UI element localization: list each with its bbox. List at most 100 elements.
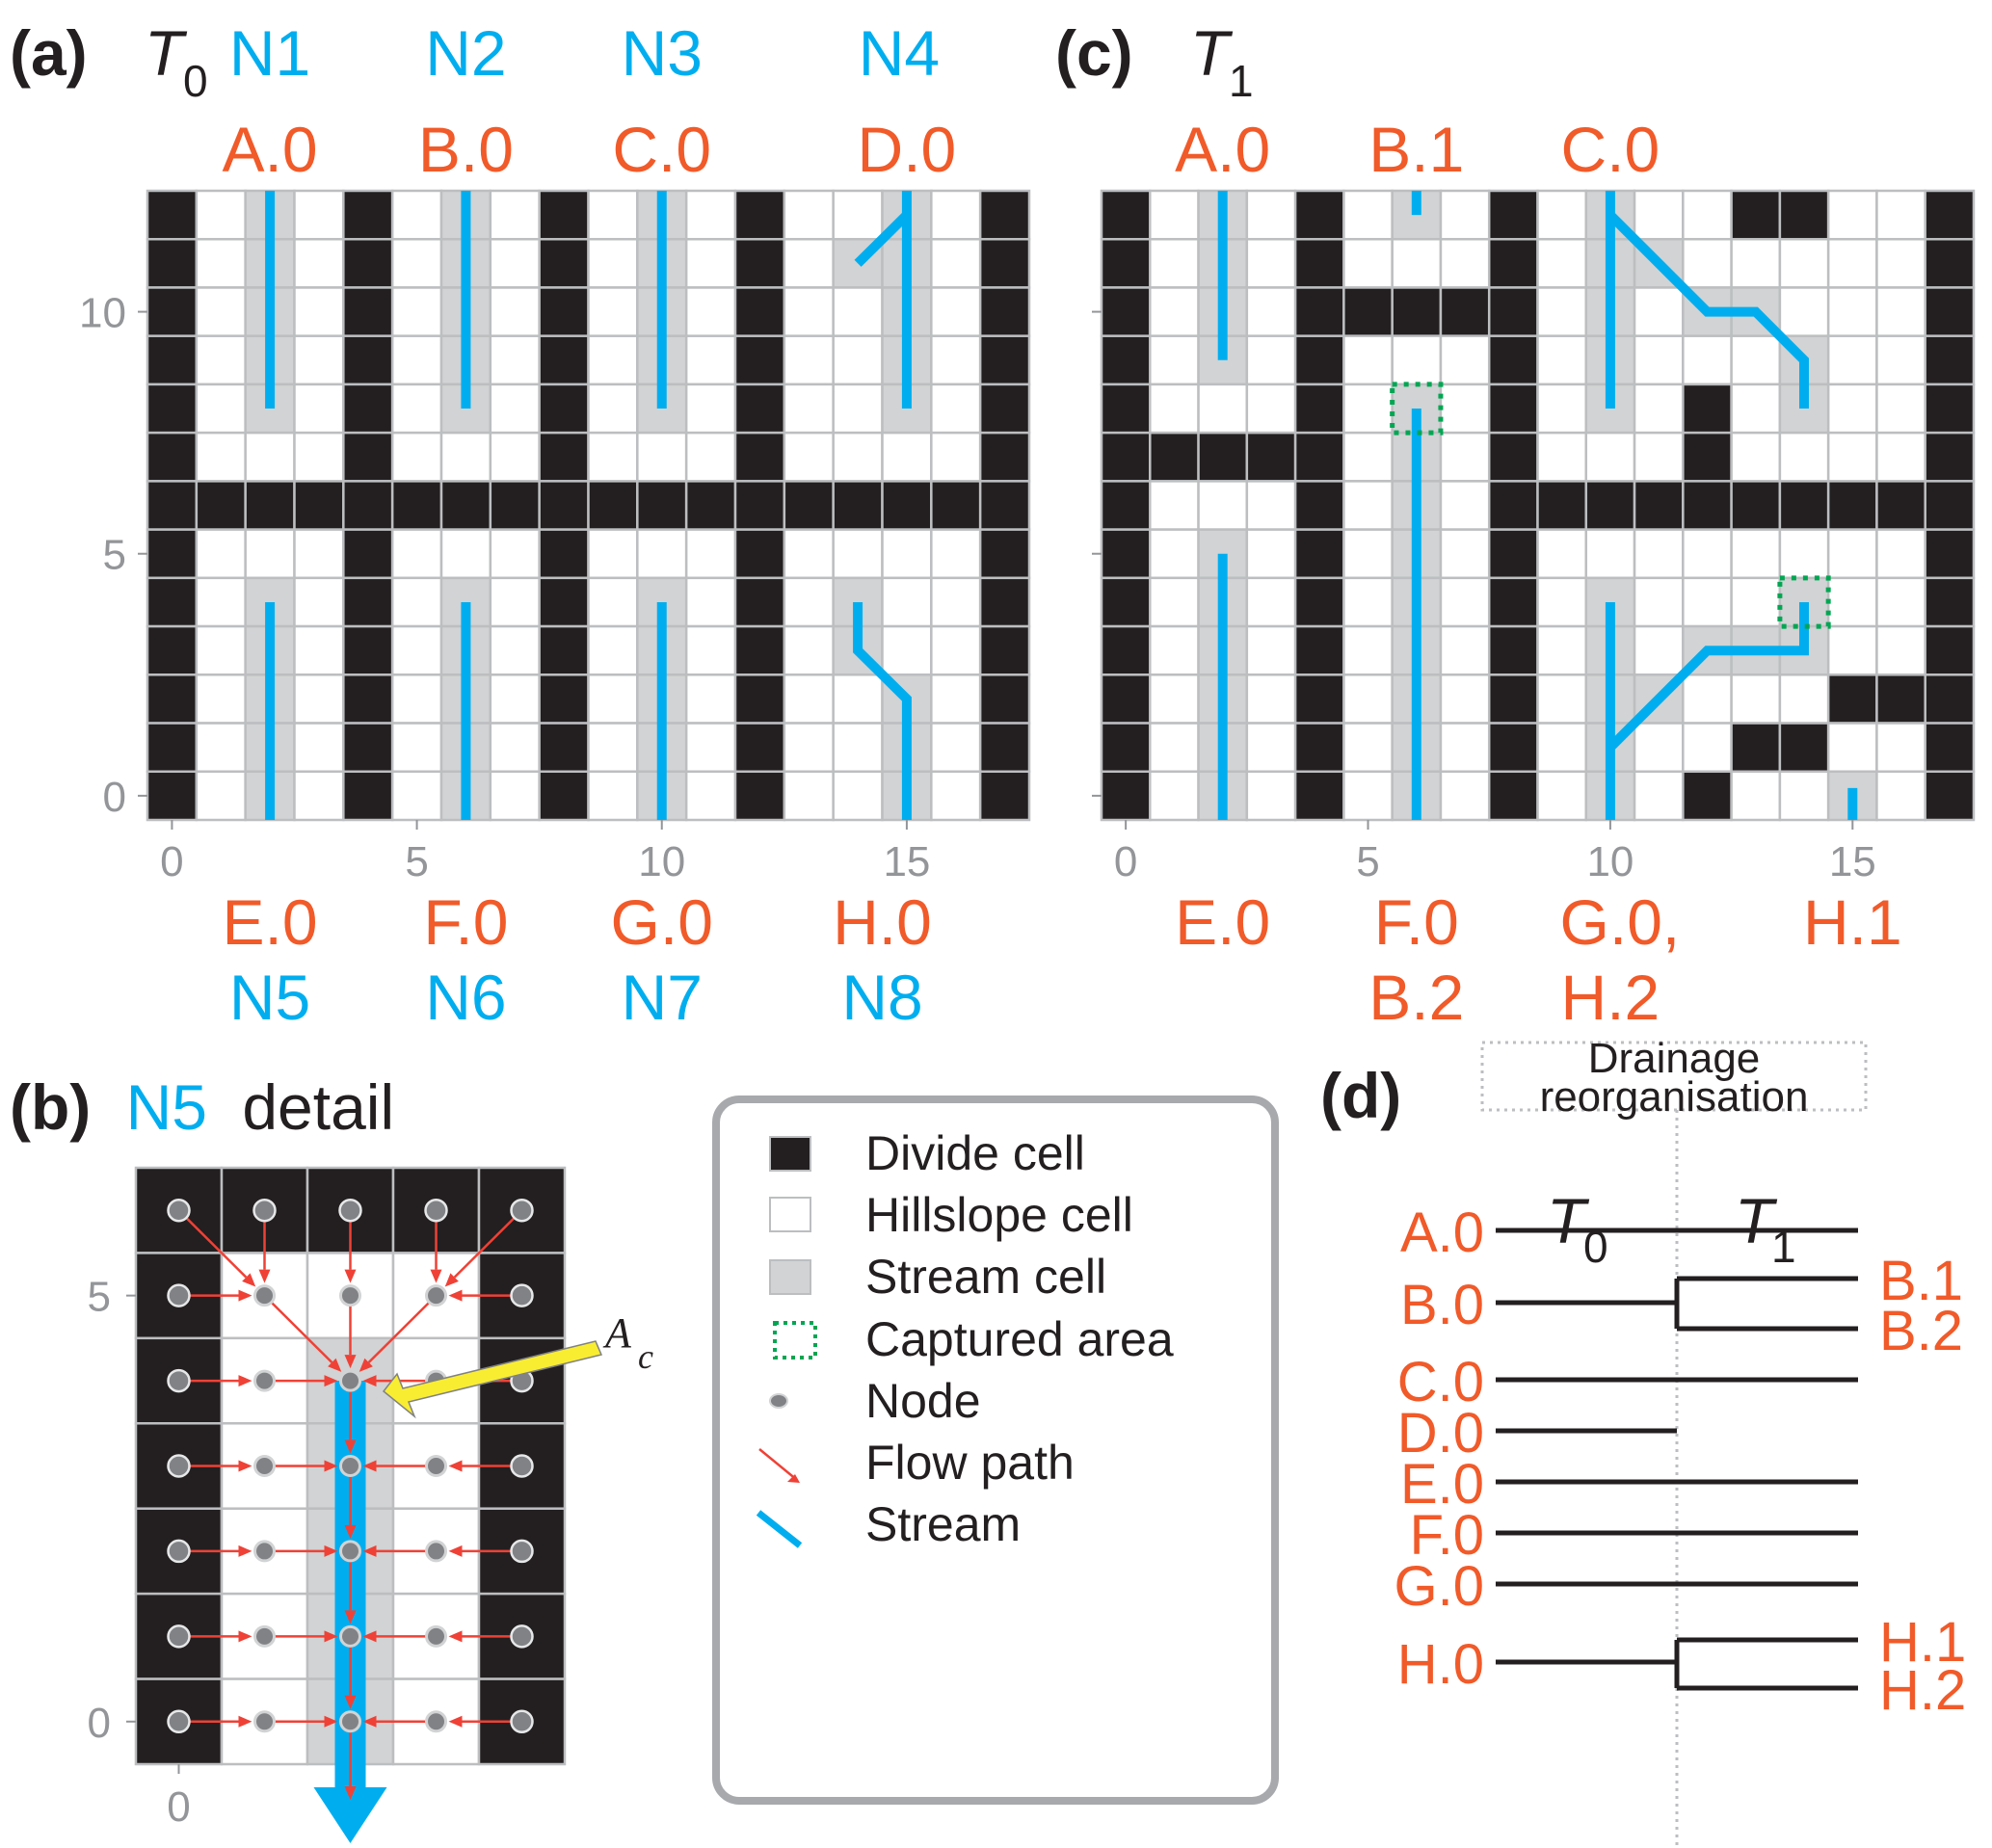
panel-a-time: T xyxy=(145,17,188,89)
panel-b-label: (b) xyxy=(10,1071,91,1143)
divide-cell xyxy=(1293,576,1345,628)
divide-cell xyxy=(1487,528,1539,580)
divide-cell xyxy=(342,624,394,676)
hillslope-cell xyxy=(930,673,982,725)
hillslope-cell xyxy=(930,722,982,774)
network-label: N3 xyxy=(622,17,703,89)
hillslope-cell xyxy=(1439,431,1491,483)
y-tick-label: 0 xyxy=(88,1700,111,1747)
divide-cell xyxy=(1682,480,1733,531)
divide-cell xyxy=(1730,722,1782,774)
hillslope-cell xyxy=(1633,528,1685,580)
panel-c-header: (c) T 1 xyxy=(1055,17,1254,106)
hillslope-cell xyxy=(1439,722,1491,774)
divide-cell xyxy=(733,334,786,386)
divide-cell xyxy=(1100,383,1152,435)
flow-path-arrowhead xyxy=(238,1460,252,1472)
panel-d: (d) Drainage reorganisation T 0 T 1 A.0B… xyxy=(1320,1035,1966,1848)
hillslope-cell xyxy=(1342,722,1394,774)
hillslope-cell xyxy=(489,237,541,289)
hillslope-cell xyxy=(1439,189,1491,241)
hillslope-cell xyxy=(1826,576,1878,628)
hillslope-cell xyxy=(587,770,639,822)
hillslope-cell xyxy=(1633,431,1685,483)
divide-cell xyxy=(733,528,786,580)
divide-cell xyxy=(146,383,199,435)
hillslope-cell xyxy=(1633,286,1685,337)
legend-box xyxy=(712,1096,1279,1805)
hillslope-cell xyxy=(195,528,247,580)
catchment-area-annotation: A c xyxy=(382,1309,653,1419)
hillslope-cell xyxy=(244,431,296,483)
divide-cell xyxy=(1875,480,1926,531)
divide-cell xyxy=(1487,480,1539,531)
flow-path-arrowhead xyxy=(362,1544,377,1557)
divide-cell xyxy=(146,624,199,676)
hillslope-cell xyxy=(1826,189,1878,241)
tree-right-label: B.1 xyxy=(1879,1250,1963,1312)
hillslope-cell xyxy=(783,624,835,676)
legend-label-stream-cell: Stream cell xyxy=(865,1250,1106,1304)
node xyxy=(167,1454,191,1478)
divide-cell xyxy=(1100,431,1152,483)
node xyxy=(425,1540,447,1563)
hillslope-cell xyxy=(1149,237,1200,289)
divide-cell xyxy=(146,480,199,531)
hillslope-cell xyxy=(195,770,247,822)
hillslope-cell xyxy=(881,528,933,580)
hillslope-cell xyxy=(489,189,541,241)
hillslope-cell xyxy=(1875,431,1926,483)
hillslope-cell xyxy=(1536,624,1588,676)
hillslope-cell xyxy=(293,770,345,822)
hillslope-cell xyxy=(293,673,345,725)
x-tick-label: 15 xyxy=(883,838,930,885)
node xyxy=(425,1624,447,1648)
hillslope-cell xyxy=(195,286,247,337)
divide-cell xyxy=(978,334,1031,386)
hillslope-cell xyxy=(1875,334,1926,386)
divide-cell xyxy=(733,286,786,337)
hillslope-cell xyxy=(1778,673,1830,725)
tree-left-label: F.0 xyxy=(1410,1504,1484,1567)
hillslope-cell xyxy=(1342,431,1394,483)
panel-a-grid xyxy=(146,189,1031,822)
hillslope-cell xyxy=(930,528,982,580)
divide-cell xyxy=(1633,480,1685,531)
flow-path-arrowhead xyxy=(258,1269,271,1283)
divide-cell xyxy=(684,480,737,531)
hillslope-cell xyxy=(489,673,541,725)
flow-path-arrowhead xyxy=(448,1715,463,1728)
tree-left-label: D.0 xyxy=(1397,1402,1484,1465)
hillslope-cell xyxy=(1536,770,1588,822)
node xyxy=(253,1455,276,1477)
y-tick-label: 5 xyxy=(88,1274,111,1321)
hillslope-cell xyxy=(930,334,982,386)
divide-cell xyxy=(1439,286,1491,337)
hillslope-cell xyxy=(1439,237,1491,289)
hillslope-cell xyxy=(390,528,443,580)
hillslope-cell xyxy=(1439,673,1491,725)
hillslope-cell xyxy=(832,431,884,483)
hillslope-cell xyxy=(1826,237,1878,289)
divide-cell xyxy=(1924,722,1976,774)
node xyxy=(425,1284,447,1307)
captured-area xyxy=(1390,382,1444,436)
hillslope-cell xyxy=(587,722,639,774)
hillslope-cell xyxy=(587,189,639,241)
legend-label-hillslope-cell: Hillslope cell xyxy=(865,1188,1133,1242)
basin-label: A.0 xyxy=(1175,114,1270,185)
divide-cell xyxy=(733,673,786,725)
divide-cell xyxy=(146,431,199,483)
network-label: N8 xyxy=(841,962,922,1033)
node xyxy=(253,1540,276,1563)
reorganisation-line2: reorganisation xyxy=(1540,1073,1809,1121)
flow-path-arrowhead xyxy=(238,1715,252,1728)
hillslope-cell xyxy=(293,383,345,435)
hillslope-cell xyxy=(684,673,737,725)
divide-cell xyxy=(1100,237,1152,289)
divide-cell xyxy=(978,431,1031,483)
divide-cell xyxy=(930,480,982,531)
flow-path-arrowhead xyxy=(344,1786,357,1800)
hillslope-cell xyxy=(1633,576,1685,628)
